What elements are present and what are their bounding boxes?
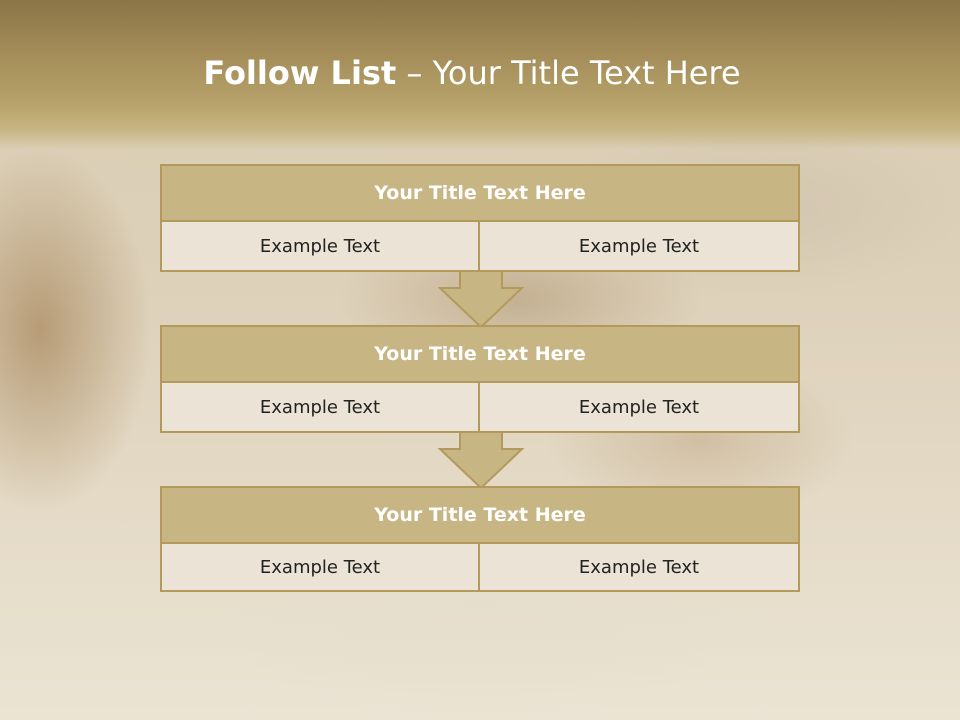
block-cell-right: Example Text	[480, 383, 800, 433]
block-cell-left: Example Text	[160, 222, 480, 272]
down-arrow-icon	[438, 431, 524, 489]
block-title: Your Title Text Here	[160, 164, 800, 222]
list-block-1: Your Title Text Here Example Text Exampl…	[160, 164, 800, 272]
list-block-3: Your Title Text Here Example Text Exampl…	[160, 486, 800, 592]
title-band	[0, 0, 960, 150]
slide-title-bold: Follow List	[203, 54, 397, 92]
block-row: Example Text Example Text	[160, 383, 800, 433]
down-arrow-icon	[438, 270, 524, 328]
block-cell-right: Example Text	[480, 544, 800, 592]
block-cell-left: Example Text	[160, 544, 480, 592]
block-title: Your Title Text Here	[160, 325, 800, 383]
slide-title: Follow List – Your Title Text Here	[0, 54, 944, 92]
slide-title-rest: – Your Title Text Here	[396, 54, 741, 92]
block-title: Your Title Text Here	[160, 486, 800, 544]
list-block-2: Your Title Text Here Example Text Exampl…	[160, 325, 800, 433]
block-row: Example Text Example Text	[160, 222, 800, 272]
block-row: Example Text Example Text	[160, 544, 800, 592]
block-cell-left: Example Text	[160, 383, 480, 433]
block-cell-right: Example Text	[480, 222, 800, 272]
